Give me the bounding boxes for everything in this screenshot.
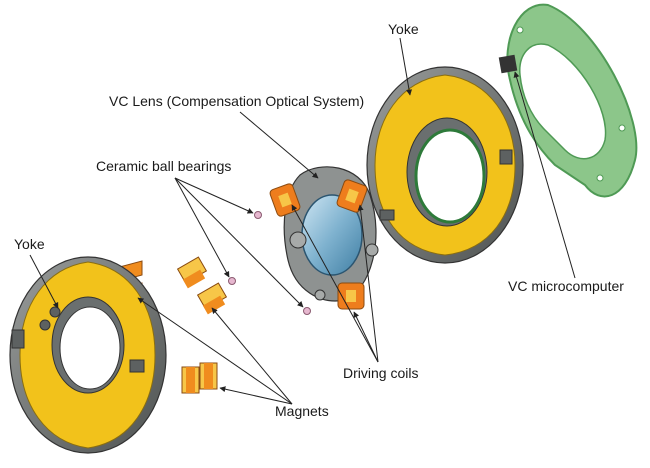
driving-coil (337, 282, 365, 310)
leader-bearing-1 (174, 177, 254, 214)
leader-magnet-2 (211, 307, 293, 405)
driving-coil (336, 179, 368, 213)
yoke-left (9, 256, 167, 454)
ball-bearing (254, 211, 262, 219)
label-yoke-top: Yoke (388, 21, 419, 37)
label-magnets: Magnets (275, 403, 329, 419)
label-yoke-left: Yoke (14, 236, 45, 252)
label-driving-coils: Driving coils (343, 365, 419, 381)
magnet-pair-bottom (181, 362, 218, 394)
leader-coil-2 (357, 204, 379, 363)
label-vc-lens: VC Lens (Compensation Optical System) (109, 93, 365, 109)
leader-vc-microcomputer (513, 71, 576, 279)
label-vc-microcomputer: VC microcomputer (508, 278, 624, 294)
ball-bearing (228, 277, 236, 285)
leader-vc-lens (239, 111, 319, 179)
yoke-right (366, 66, 524, 264)
vc-microcomputer-pcb (498, 3, 638, 198)
ball-bearing (303, 307, 311, 315)
magnet-pair-middle (176, 256, 228, 315)
ceramic-ball-bearings (228, 211, 311, 315)
leader-coil-1 (291, 204, 379, 363)
leader-magnet-1 (137, 297, 293, 405)
leader-yoke-top (399, 37, 413, 96)
driving-coils (269, 179, 368, 310)
leader-magnet-3 (219, 386, 293, 405)
label-ceramic-ball-bearings: Ceramic ball bearings (96, 158, 232, 174)
leader-bearing-3 (174, 177, 304, 308)
leader-yoke-left (29, 254, 59, 309)
leader-bearing-2 (174, 177, 230, 278)
microchip-icon (498, 54, 518, 74)
leader-coil-3 (353, 311, 379, 363)
leader-lines (29, 37, 576, 405)
